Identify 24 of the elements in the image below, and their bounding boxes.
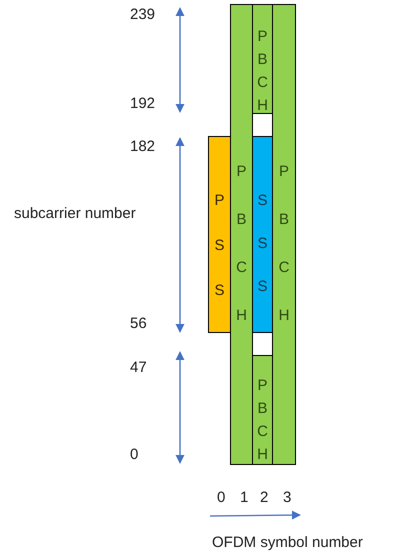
channel-block [230, 4, 253, 465]
tick-label: 239 [130, 5, 156, 25]
channel-label: PBCH [278, 162, 290, 326]
channel-label: PBCH [256, 27, 269, 116]
channel-block [252, 136, 273, 333]
channel-block [208, 136, 231, 333]
axis-label: subcarrier number [14, 204, 136, 224]
channel-label: SSS [256, 191, 268, 297]
tick-label: 56 [130, 314, 147, 334]
channel-label: PSS [213, 191, 226, 301]
tick-label: 3 [283, 488, 292, 508]
tick-label: 47 [130, 358, 147, 378]
tick-label: 192 [130, 94, 156, 114]
tick-label: 2 [260, 488, 268, 508]
channel-block [252, 4, 273, 114]
channel-block [252, 355, 273, 465]
tick-label: 0 [130, 445, 138, 465]
channel-block [272, 4, 296, 465]
channel-label: PBCH [256, 376, 269, 465]
tick-label: 182 [130, 137, 156, 157]
channel-label: PBCH [235, 162, 248, 326]
tick-label: 0 [217, 488, 226, 508]
axis-label: OFDM symbol number [212, 533, 363, 553]
tick-label: 1 [240, 488, 248, 508]
